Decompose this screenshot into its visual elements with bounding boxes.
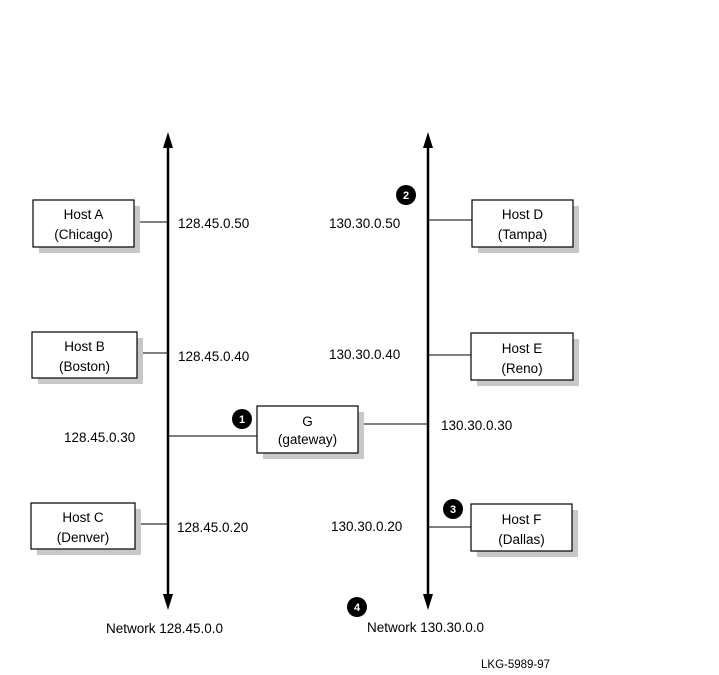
host-d-name: Host D	[502, 207, 544, 222]
host-d-city: (Tampa)	[498, 227, 548, 242]
callout-1: 1	[232, 409, 252, 429]
host-e-address: 130.30.0.40	[329, 347, 400, 362]
callout-3: 3	[443, 499, 463, 519]
left-network-label: Network 128.45.0.0	[106, 621, 223, 636]
host-b-city: (Boston)	[59, 359, 110, 374]
gateway-right-address: 130.30.0.30	[441, 418, 512, 433]
svg-text:2: 2	[403, 190, 409, 202]
gateway-left-address: 128.45.0.30	[64, 430, 135, 445]
host-e-box: Host E (Reno)	[470, 332, 579, 386]
host-b-box: Host B (Boston)	[31, 331, 143, 384]
host-f-address: 130.30.0.20	[331, 519, 402, 534]
left-network-bus	[163, 132, 173, 610]
host-f-name: Host F	[502, 512, 542, 527]
right-network-bus	[423, 132, 433, 610]
host-e-name: Host E	[502, 341, 543, 356]
callout-2: 2	[396, 185, 416, 205]
svg-text:4: 4	[354, 602, 361, 614]
host-f-city: (Dallas)	[498, 532, 545, 547]
callout-4: 4	[347, 597, 367, 617]
host-c-box: Host C (Denver)	[30, 502, 141, 555]
host-d-address: 130.30.0.50	[329, 216, 400, 231]
host-e-city: (Reno)	[501, 361, 542, 376]
svg-text:3: 3	[450, 504, 456, 516]
svg-text:1: 1	[239, 414, 245, 426]
figure-id: LKG-5989-97	[481, 659, 550, 671]
host-a-name: Host A	[64, 207, 104, 222]
host-f-box: Host F (Dallas)	[470, 503, 578, 557]
right-network-label: Network 130.30.0.0	[367, 620, 484, 635]
host-c-address: 128.45.0.20	[177, 520, 248, 535]
host-a-address: 128.45.0.50	[178, 216, 249, 231]
host-b-address: 128.45.0.40	[178, 349, 249, 364]
gateway-name: G	[302, 414, 313, 429]
host-c-name: Host C	[62, 510, 104, 525]
host-d-box: Host D (Tampa)	[471, 199, 579, 253]
host-b-name: Host B	[64, 339, 105, 354]
host-c-city: (Denver)	[57, 530, 110, 545]
connector-lines	[134, 219, 472, 528]
gateway-desc: (gateway)	[278, 432, 337, 447]
host-a-box: Host A (Chicago)	[32, 199, 140, 253]
host-a-city: (Chicago)	[54, 227, 113, 242]
gateway-box: G (gateway)	[256, 405, 364, 459]
